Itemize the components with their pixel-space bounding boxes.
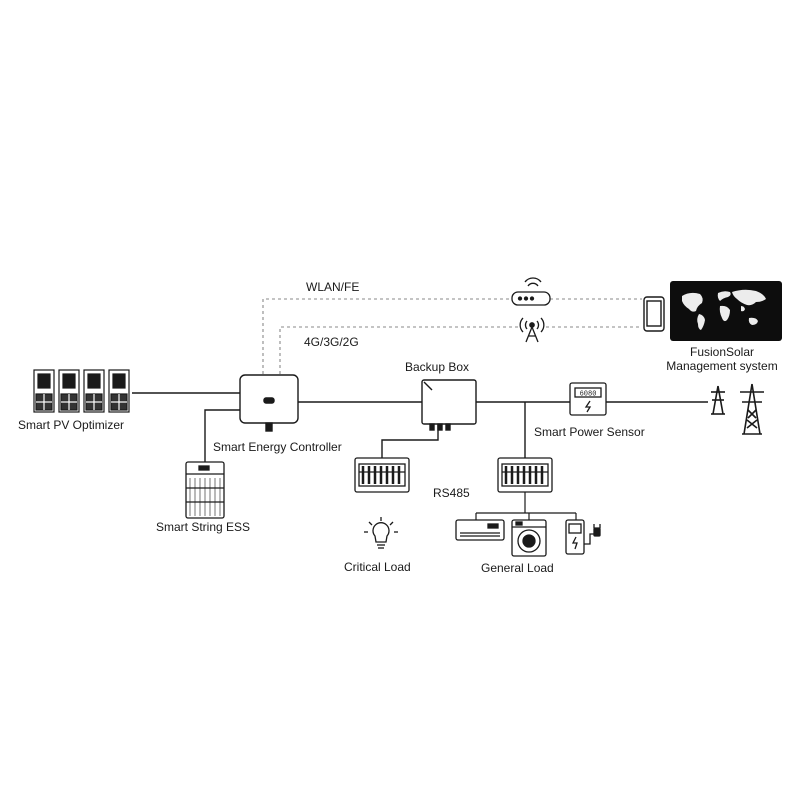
- general-distribution-panel-icon: [497, 457, 553, 493]
- phone-icon: [643, 296, 665, 332]
- cellular-dashed-line: [279, 326, 518, 374]
- cell-tower-icon: [519, 317, 545, 343]
- controller-to-ess-line: [204, 409, 240, 462]
- power-sensor-label: Smart Power Sensor: [534, 425, 645, 439]
- transmission-tower-icon: [711, 383, 764, 435]
- ev-charger-icon: [565, 519, 601, 555]
- string-ess-icon: [185, 461, 225, 519]
- critical-load-label: Critical Load: [344, 560, 411, 574]
- dashed-comm-lines: [262, 298, 642, 374]
- backup-box-icon: [421, 379, 477, 431]
- fusionsolar-title-label: FusionSolar: [689, 345, 755, 359]
- rs485-label: RS485: [433, 486, 470, 500]
- router-icon: [511, 277, 551, 306]
- washing-machine-icon: [511, 519, 547, 557]
- fusionsolar-monitor-icon: [670, 281, 782, 341]
- air-conditioner-icon: [455, 519, 505, 541]
- wlan-fe-label: WLAN/FE: [306, 280, 360, 294]
- world-map-icon: [682, 289, 766, 330]
- string-ess-label: Smart String ESS: [156, 520, 251, 534]
- cellular-label: 4G/3G/2G: [304, 335, 359, 349]
- wlan-dashed-line: [262, 298, 512, 374]
- power-sensor-display: 6080: [580, 391, 597, 399]
- pv-optimizer-icon: [33, 369, 130, 413]
- energy-controller-label: Smart Energy Controller: [213, 440, 342, 454]
- light-bulb-icon: [364, 517, 398, 549]
- pv-optimizer-label: Smart PV Optimizer: [18, 418, 125, 432]
- energy-controller-icon: [239, 374, 299, 432]
- backup-to-critical-panel-line: [381, 424, 439, 458]
- general-load-label: General Load: [481, 561, 554, 575]
- backup-box-label: Backup Box: [405, 360, 470, 374]
- critical-distribution-panel-icon: [354, 457, 410, 493]
- appliance-bus-line: [475, 492, 577, 520]
- power-sensor-icon: [569, 382, 607, 416]
- fusionsolar-subtitle-label: Management system: [666, 359, 778, 373]
